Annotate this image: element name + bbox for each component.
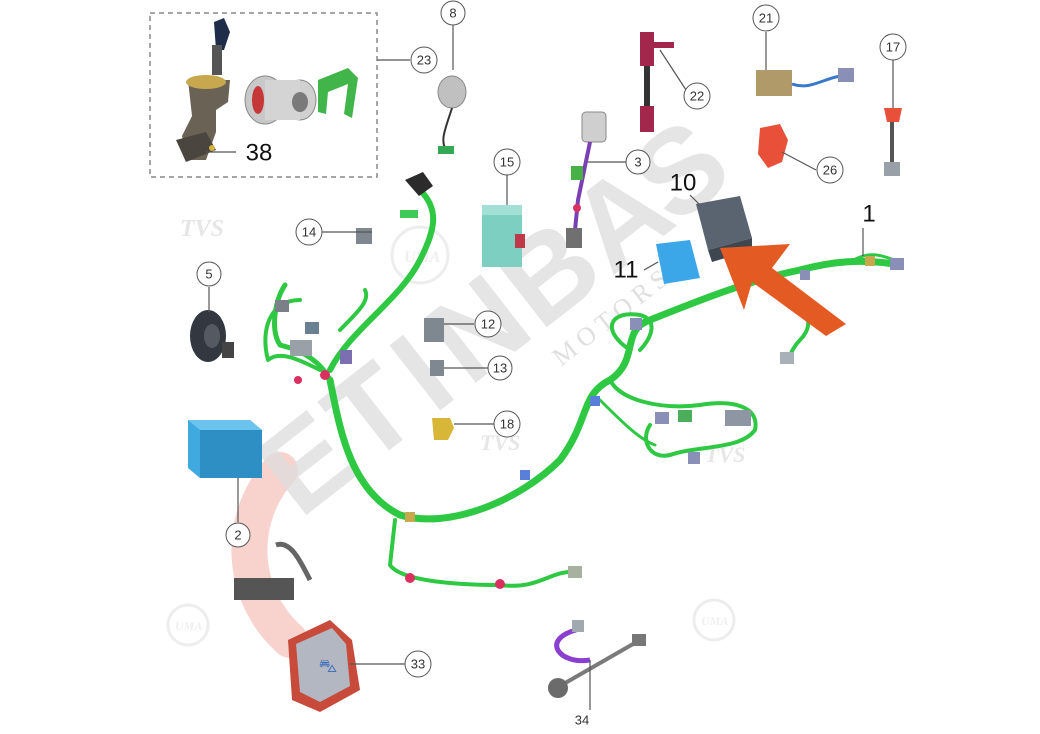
callout-label: 33	[411, 657, 425, 672]
watermark-uma-badge: UMA UMA UMA	[166, 225, 736, 647]
sensor-8-part	[437, 75, 467, 154]
label-38: 38	[246, 140, 273, 167]
sensor-22-part	[640, 32, 674, 132]
callout-18: 18	[493, 410, 521, 438]
relay-11-part	[656, 240, 700, 284]
watermark-red-arc	[231, 452, 308, 658]
lock-clip-part	[318, 68, 358, 118]
callout-13: 13	[487, 355, 513, 381]
callout-label: 14	[302, 225, 316, 240]
sensor-17-part	[884, 108, 902, 176]
ignition-switch-part	[176, 18, 230, 162]
watermark-uma: UMA	[175, 619, 202, 633]
sensor-3-part	[566, 111, 607, 248]
callout-label: 2	[234, 528, 241, 543]
relay-12-part	[424, 318, 444, 342]
callout-8: 8	[440, 0, 466, 26]
callout-15: 15	[493, 148, 521, 176]
callout-label: 26	[823, 163, 837, 178]
kit-group-box	[149, 12, 378, 178]
callout-2: 2	[225, 522, 251, 548]
label-11: 11	[614, 257, 639, 284]
callout-lines	[206, 25, 894, 710]
bracket-26-part	[758, 124, 788, 168]
relay-14-part	[356, 228, 372, 244]
callout-3: 3	[625, 149, 651, 175]
highlight-arrow	[720, 244, 846, 336]
callout-14: 14	[295, 218, 323, 246]
callout-21: 21	[752, 4, 780, 32]
label-10: 10	[670, 170, 697, 197]
callout-label: 5	[205, 267, 212, 282]
callout-label: 17	[886, 40, 900, 55]
callout-label: 12	[481, 317, 495, 332]
sensor-18-part	[432, 418, 454, 440]
sensor-21-part	[756, 68, 854, 96]
callout-label: 3	[634, 155, 641, 170]
callout-label: 13	[493, 361, 507, 376]
callout-34: 34	[575, 713, 589, 728]
callout-5: 5	[196, 261, 222, 287]
relay-13-part	[430, 360, 444, 376]
callout-22: 22	[683, 82, 711, 110]
callout-23: 23	[410, 46, 438, 74]
callout-label: 8	[449, 6, 456, 21]
cable-34-part	[548, 620, 646, 698]
callout-label: 18	[500, 417, 514, 432]
watermark-tvs: TVS	[180, 216, 224, 242]
callout-label: 21	[759, 11, 773, 26]
callout-label: 15	[500, 155, 514, 170]
label-1: 1	[862, 201, 875, 228]
watermark-uma: UMA	[701, 614, 728, 628]
harness-connectors	[275, 172, 904, 589]
callout-label: 22	[690, 89, 704, 104]
battery-part	[188, 420, 262, 478]
callout-12: 12	[474, 310, 502, 338]
callout-17: 17	[879, 33, 907, 61]
callout-33: 33	[404, 650, 432, 678]
tail-lamp-glyph: ⛍	[319, 656, 338, 677]
callout-label: 23	[417, 53, 431, 68]
tail-lamp-33-part: ⛍	[234, 541, 360, 712]
horn-part	[190, 310, 234, 362]
flasher-15-part	[482, 205, 525, 267]
callout-26: 26	[816, 156, 844, 184]
seat-lock-part	[244, 75, 317, 125]
